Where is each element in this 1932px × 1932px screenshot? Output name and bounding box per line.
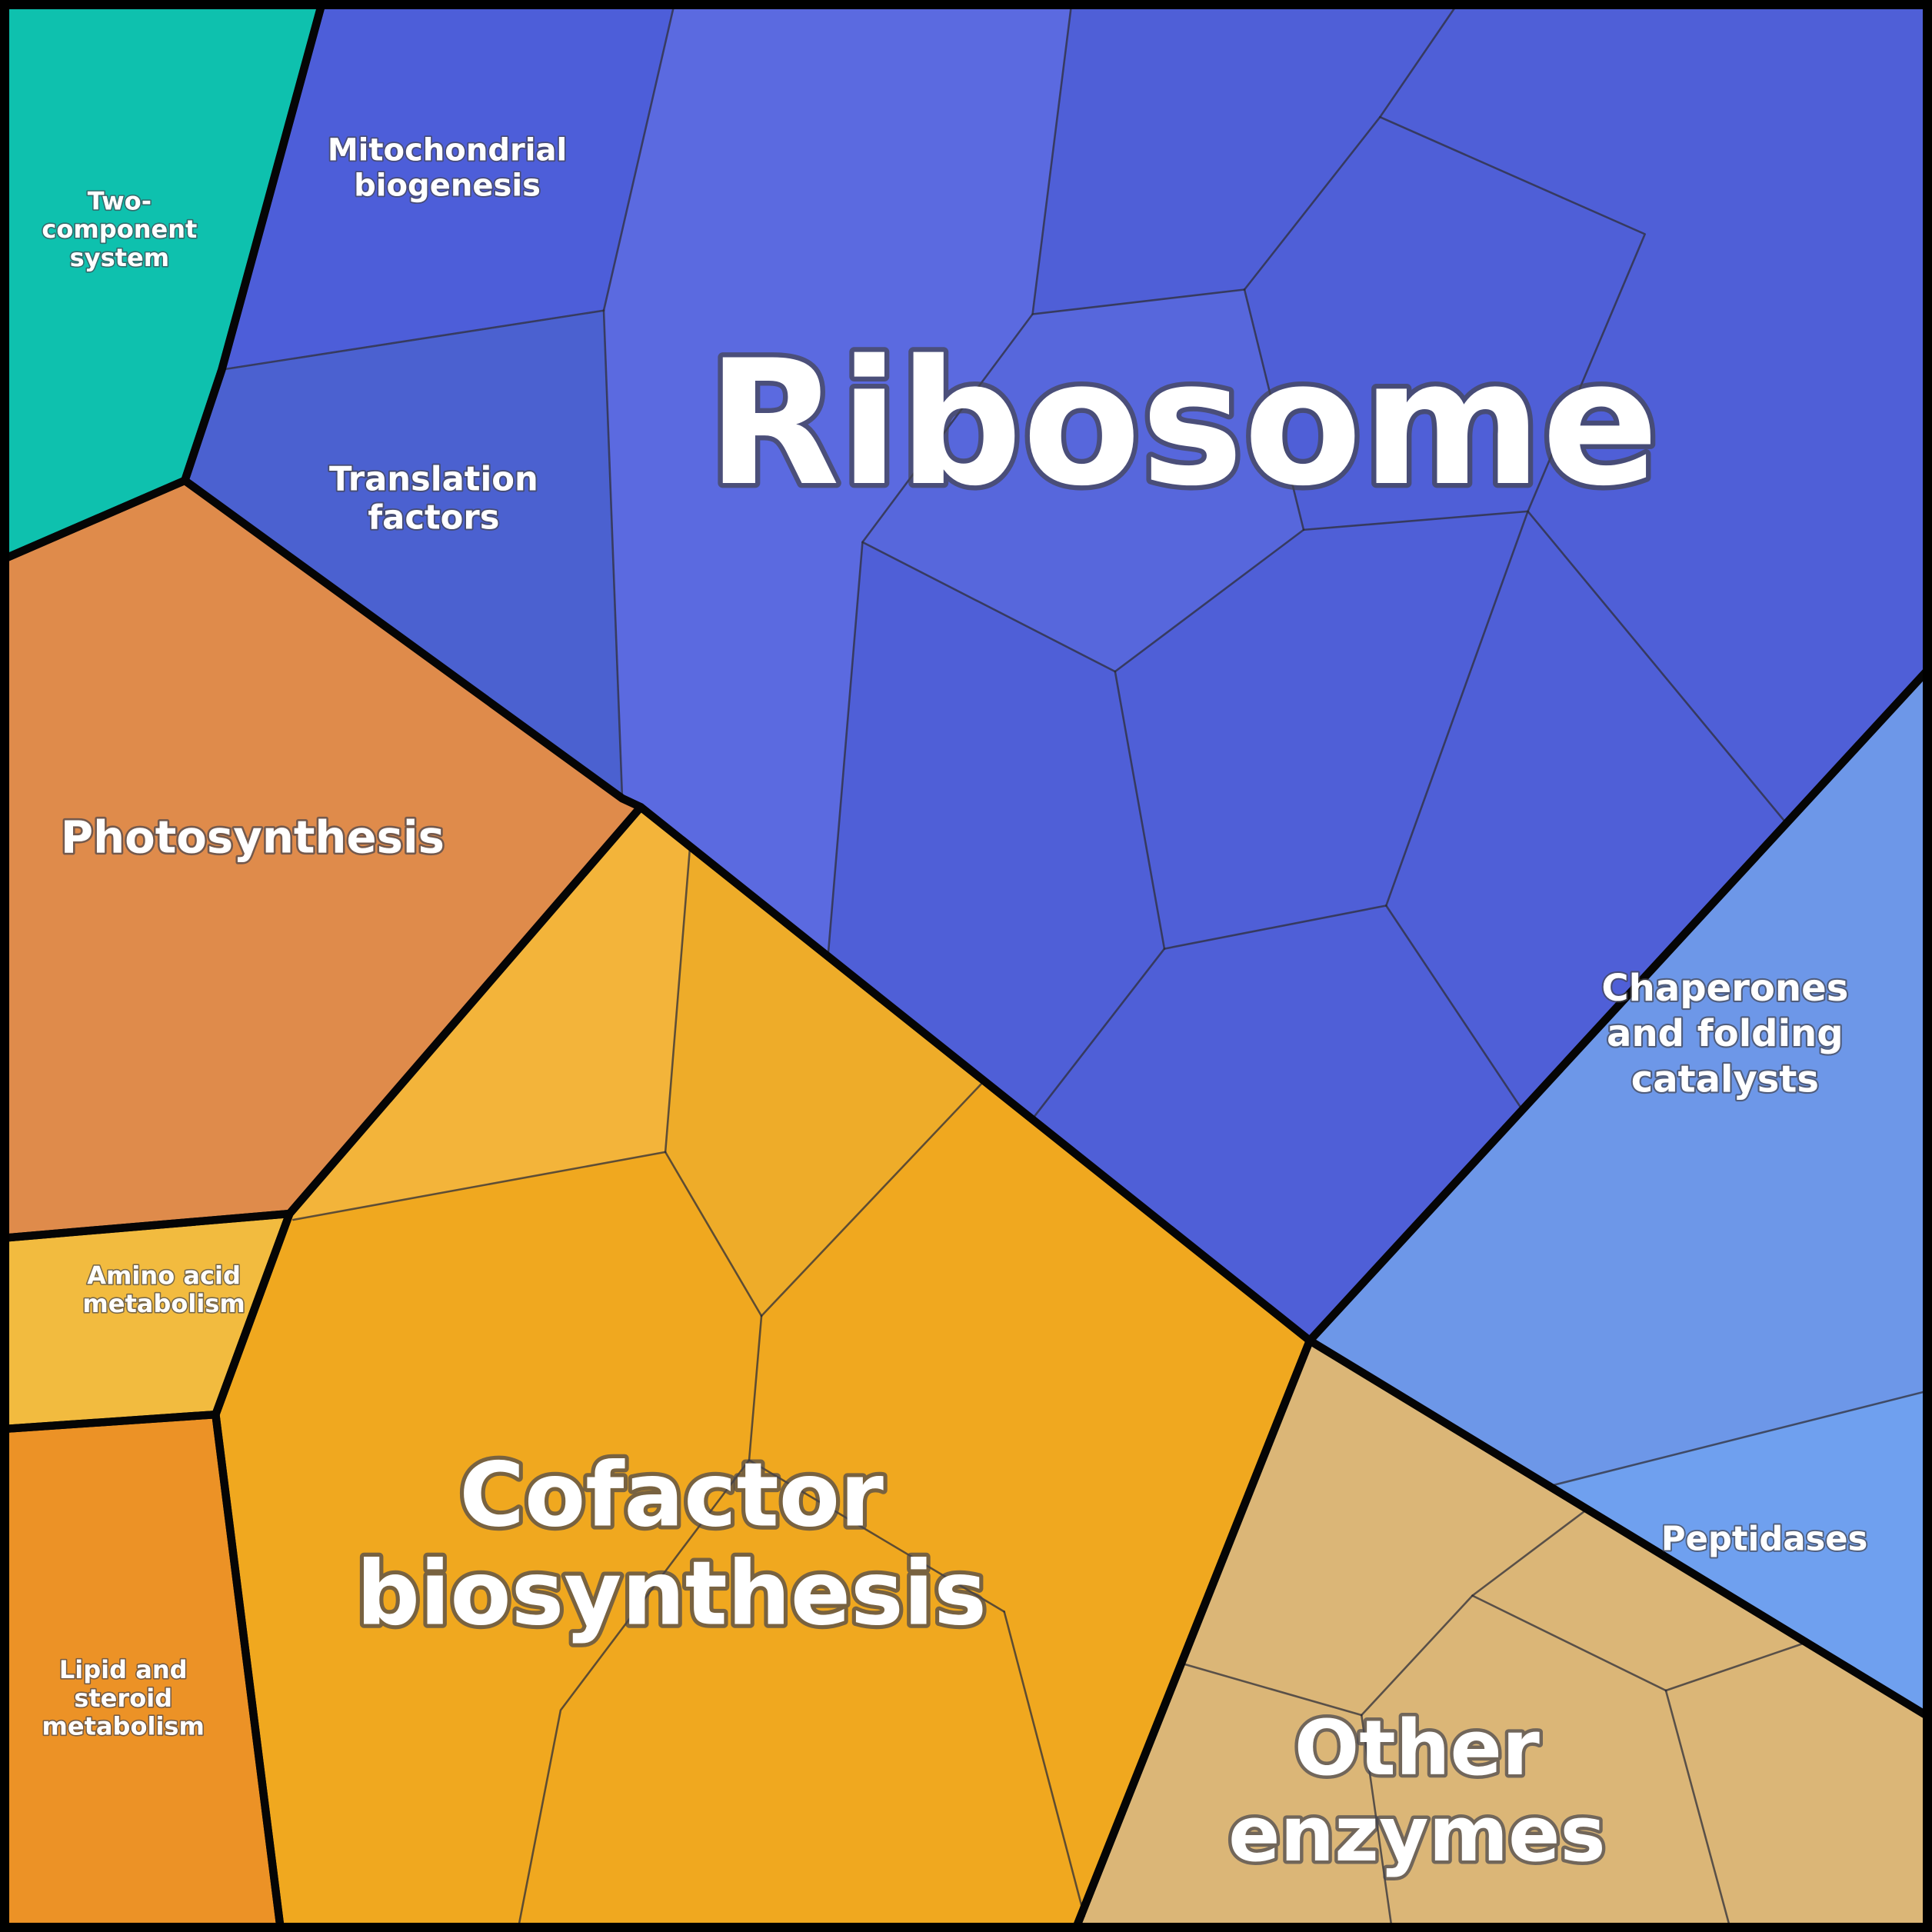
treemap-cells-layer	[0, 0, 1932, 1932]
